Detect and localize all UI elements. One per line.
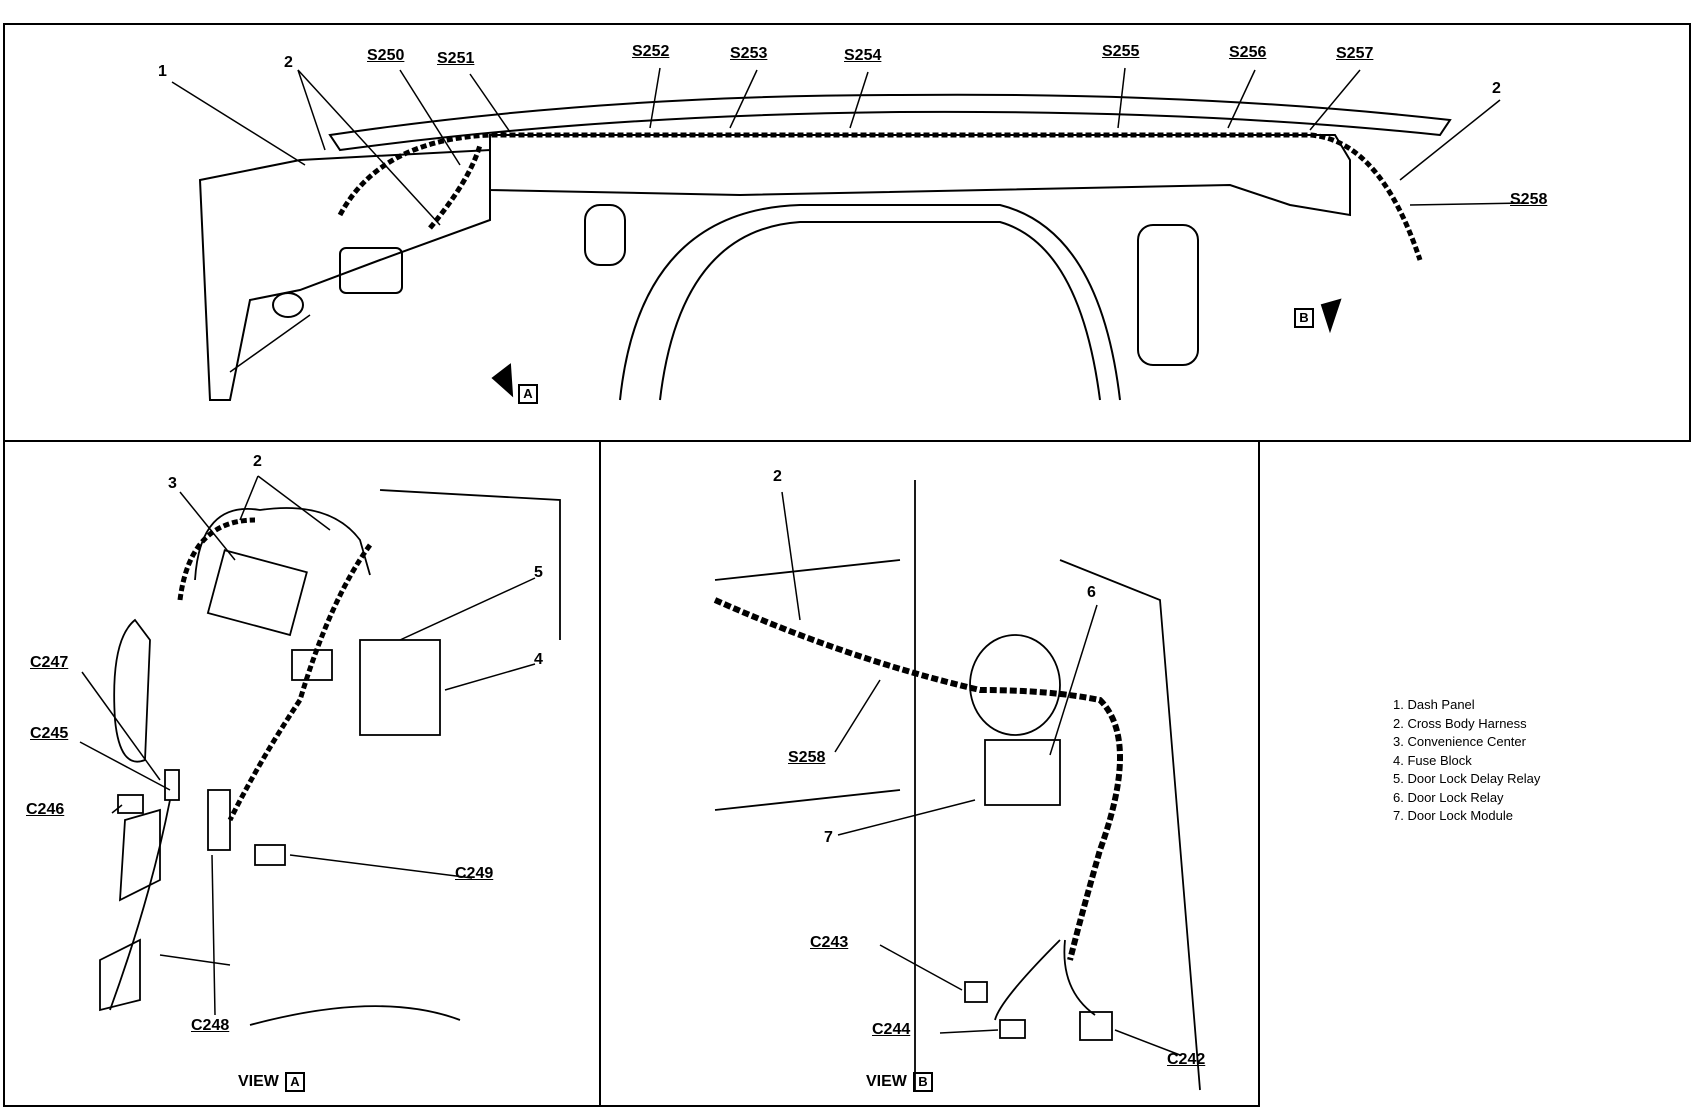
view-a-frame — [3, 440, 601, 1107]
connector-c242: C242 — [1167, 1051, 1206, 1068]
callout-2-right: 2 — [1492, 80, 1501, 97]
callout-2: 2 — [284, 54, 293, 71]
splice-s257: S257 — [1336, 45, 1374, 62]
view-b-callout-2: 2 — [773, 468, 782, 485]
splice-s252: S252 — [632, 43, 670, 60]
connector-c245: C245 — [30, 725, 69, 742]
legend-item: 7. Door Lock Module — [1393, 808, 1513, 823]
splice-s250: S250 — [367, 47, 405, 64]
view-b-marker: B — [1294, 308, 1314, 328]
view-b-splice-s258: S258 — [788, 749, 826, 766]
legend-item: 1. Dash Panel — [1393, 697, 1475, 712]
legend-item: 3. Convenience Center — [1393, 734, 1526, 749]
splice-s255: S255 — [1102, 43, 1140, 60]
legend-item: 2. Cross Body Harness — [1393, 715, 1527, 731]
top-leader-lines — [171, 67, 1526, 373]
legend-item: 4. Fuse Block — [1393, 752, 1472, 768]
splice-s258: S258 — [1510, 191, 1548, 208]
view-a-marker: A — [518, 384, 538, 404]
legend-item: 6. Door Lock Relay — [1393, 789, 1504, 805]
view-b-frame — [599, 440, 1260, 1107]
view-a-callout-2: 2 — [253, 453, 262, 470]
view-b-arrow-icon — [1320, 298, 1342, 334]
view-a-callout-4: 4 — [534, 651, 543, 668]
view-a-arrow-icon — [491, 363, 514, 398]
splice-s256: S256 — [1229, 44, 1267, 61]
view-b-callout-7: 7 — [824, 829, 833, 846]
connector-c248: C248 — [191, 1017, 230, 1034]
connector-c247: C247 — [30, 654, 69, 671]
connector-c244: C244 — [872, 1021, 911, 1038]
splice-s251: S251 — [437, 50, 475, 67]
view-b-drawing — [713, 480, 1201, 1091]
legend: 1. Dash Panel 2. Cross Body Harness 3. C… — [1393, 696, 1540, 826]
connector-c246: C246 — [26, 801, 65, 818]
legend-item: 5. Door Lock Delay Relay — [1393, 771, 1541, 786]
connector-c243: C243 — [810, 934, 849, 951]
callout-1: 1 — [158, 63, 167, 80]
top-view-frame — [3, 23, 1691, 442]
view-b-callout-6: 6 — [1087, 584, 1096, 601]
splice-s254: S254 — [844, 47, 882, 64]
view-a-callout-5: 5 — [534, 564, 543, 581]
splice-s253: S253 — [730, 45, 768, 62]
cross-body-harness-top — [337, 132, 1423, 261]
connector-c249: C249 — [455, 865, 494, 882]
view-a-callout-3: 3 — [168, 475, 177, 492]
dash-panel-outline — [198, 93, 1452, 401]
view-a-drawing — [79, 475, 561, 1026]
